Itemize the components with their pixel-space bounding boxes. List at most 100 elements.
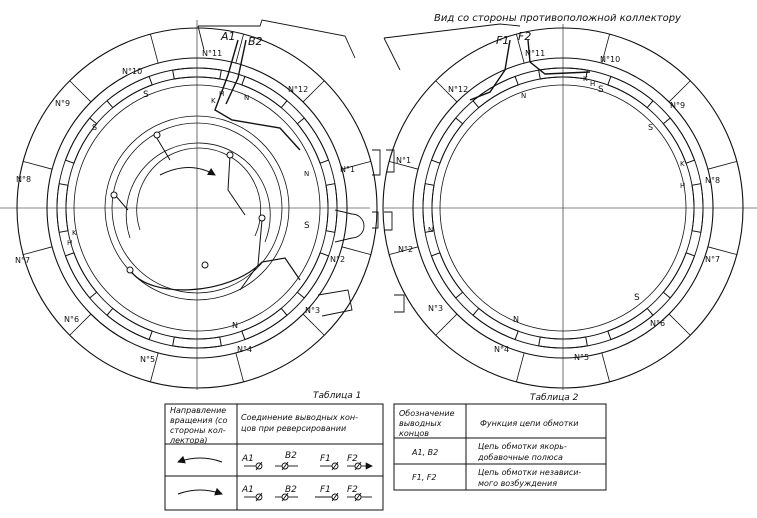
right-pole-letter: K <box>680 160 685 168</box>
pole-division-line <box>23 161 53 170</box>
left-pole-label-4: N°4 <box>237 345 252 354</box>
table1-r2-terminal: B2 <box>285 485 297 495</box>
table1-title: Таблица 1 <box>313 391 361 401</box>
left-pole-label-11: N°11 <box>202 49 222 58</box>
pole-division-line <box>150 352 159 382</box>
pole-division-line <box>668 313 691 336</box>
right-pole-letter: N <box>428 226 433 234</box>
left-pole-label-3: N°3 <box>305 306 320 315</box>
right-pole-label-10: N°10 <box>600 55 620 64</box>
pole-shoe <box>56 183 69 233</box>
left-pole-letter: S <box>92 123 97 132</box>
table1-r2-terminal: F1 <box>320 485 331 495</box>
table2-r2-function-line: мого возбуждения <box>478 479 557 488</box>
table2-col1-header-line: выводных <box>399 419 442 428</box>
table2-r1-function-line: Цепь обмотки якорь- <box>478 442 567 451</box>
pole-shoe <box>241 75 288 109</box>
pole-shoe <box>691 183 704 233</box>
table1: Таблица 1 Направление вращения (со сторо… <box>164 391 384 511</box>
table2-r2-designation: F1, F2 <box>412 473 436 482</box>
right-pole-letter: N <box>521 92 526 100</box>
pole-division-line <box>69 80 92 103</box>
pole-shoe <box>538 336 588 349</box>
right-pole-letter: S <box>598 85 604 95</box>
left-pole-letter: N <box>304 170 309 178</box>
left-pole-letter: H <box>67 239 72 247</box>
right-pole-label-11: N°11 <box>525 49 545 58</box>
table1-r2-terminal: A1 <box>241 485 254 495</box>
pole-division-line <box>707 246 737 255</box>
pole-shoe <box>662 252 696 299</box>
left-pole-letter: N <box>244 94 249 102</box>
pole-shoe <box>607 307 654 341</box>
table1-col1-header-line: вращения (со <box>170 416 227 425</box>
pole-division-line <box>235 352 244 382</box>
right-pole-label-4: N°4 <box>494 345 509 354</box>
pole-division-line <box>435 80 458 103</box>
right-pole-label-6: N°6 <box>650 319 665 328</box>
right-pole-letter: K <box>583 75 588 83</box>
left-pole-letter: S <box>304 221 310 231</box>
table1-r1-terminal: A1 <box>241 454 254 464</box>
left-pole-letter: K <box>72 229 77 237</box>
pole-shoe <box>422 183 435 233</box>
left-pole-label-7: N°7 <box>15 256 30 265</box>
left-pole-label-8: N°8 <box>16 175 31 184</box>
table1-col1-header-line: Направление <box>170 406 226 415</box>
right-machine-diagram <box>382 23 757 390</box>
left-pole-label-1: N°1 <box>340 165 355 174</box>
pole-shoe <box>64 117 98 164</box>
pole-division-line <box>601 352 610 382</box>
pole-division-line <box>389 246 419 255</box>
pole-shoe <box>241 307 288 341</box>
left-pole-letter: K <box>211 97 216 105</box>
pole-shoe <box>607 75 654 109</box>
table1-col1-header-line: лектора) <box>169 436 208 445</box>
left-lead-label-b2: B2 <box>248 35 263 48</box>
pole-division-line <box>69 313 92 336</box>
left-pole-label-10: N°10 <box>122 67 142 76</box>
right-lead-label-f1: F1 <box>496 34 509 47</box>
pole-shoe <box>325 183 338 233</box>
left-machine-diagram <box>0 19 381 390</box>
right-pole-label-1: N°1 <box>396 156 411 165</box>
left-pole-letter: N <box>232 321 238 330</box>
pole-shoe <box>296 252 330 299</box>
pole-shoe <box>172 67 222 80</box>
pole-division-line <box>341 161 371 170</box>
rotation-arrow-cw-icon <box>177 487 223 496</box>
left-pole-label-9: N°9 <box>55 99 70 108</box>
table1-r1-terminal: F1 <box>320 454 331 464</box>
right-pole-letter: H <box>590 80 595 88</box>
left-pole-label-6: N°6 <box>64 315 79 324</box>
pole-shoe <box>538 67 588 80</box>
left-pole-letter: H <box>219 90 224 98</box>
pole-division-line <box>435 313 458 336</box>
pole-shoe <box>472 75 519 109</box>
table2-r2-function-line: Цепь обмотки независи- <box>478 468 581 477</box>
table1-r2-connection-symbols <box>244 492 372 502</box>
left-pole-label-2: N°2 <box>330 255 345 264</box>
view-caption: Вид со стороны противоположной коллектор… <box>434 13 682 24</box>
pole-division-line <box>235 34 244 64</box>
pole-shoe <box>296 117 330 164</box>
pole-division-line <box>302 80 325 103</box>
pole-shoe <box>430 252 464 299</box>
right-pole-letter: S <box>634 293 640 303</box>
left-pole-label-12: N°12 <box>288 85 308 94</box>
right-pole-label-5: N°5 <box>574 353 589 362</box>
table2-col1-header-line: концов <box>399 429 429 438</box>
right-pole-label-3: N°3 <box>428 304 443 313</box>
right-pole-letter: N <box>513 315 519 324</box>
table1-col2-header-line: Соединение выводных кон- <box>241 413 358 422</box>
table2: Таблица 2 Обозначение выводных концов Фу… <box>393 393 607 491</box>
pole-shoe <box>472 307 519 341</box>
right-lead-label-f2: F2 <box>518 30 531 43</box>
table1-r1-terminal: F2 <box>347 454 358 464</box>
right-pole-letter: S <box>648 123 653 132</box>
pole-division-line <box>302 313 325 336</box>
pole-division-line <box>516 352 525 382</box>
pole-shoe <box>106 307 153 341</box>
left-lead-label-a1: A1 <box>220 30 236 43</box>
